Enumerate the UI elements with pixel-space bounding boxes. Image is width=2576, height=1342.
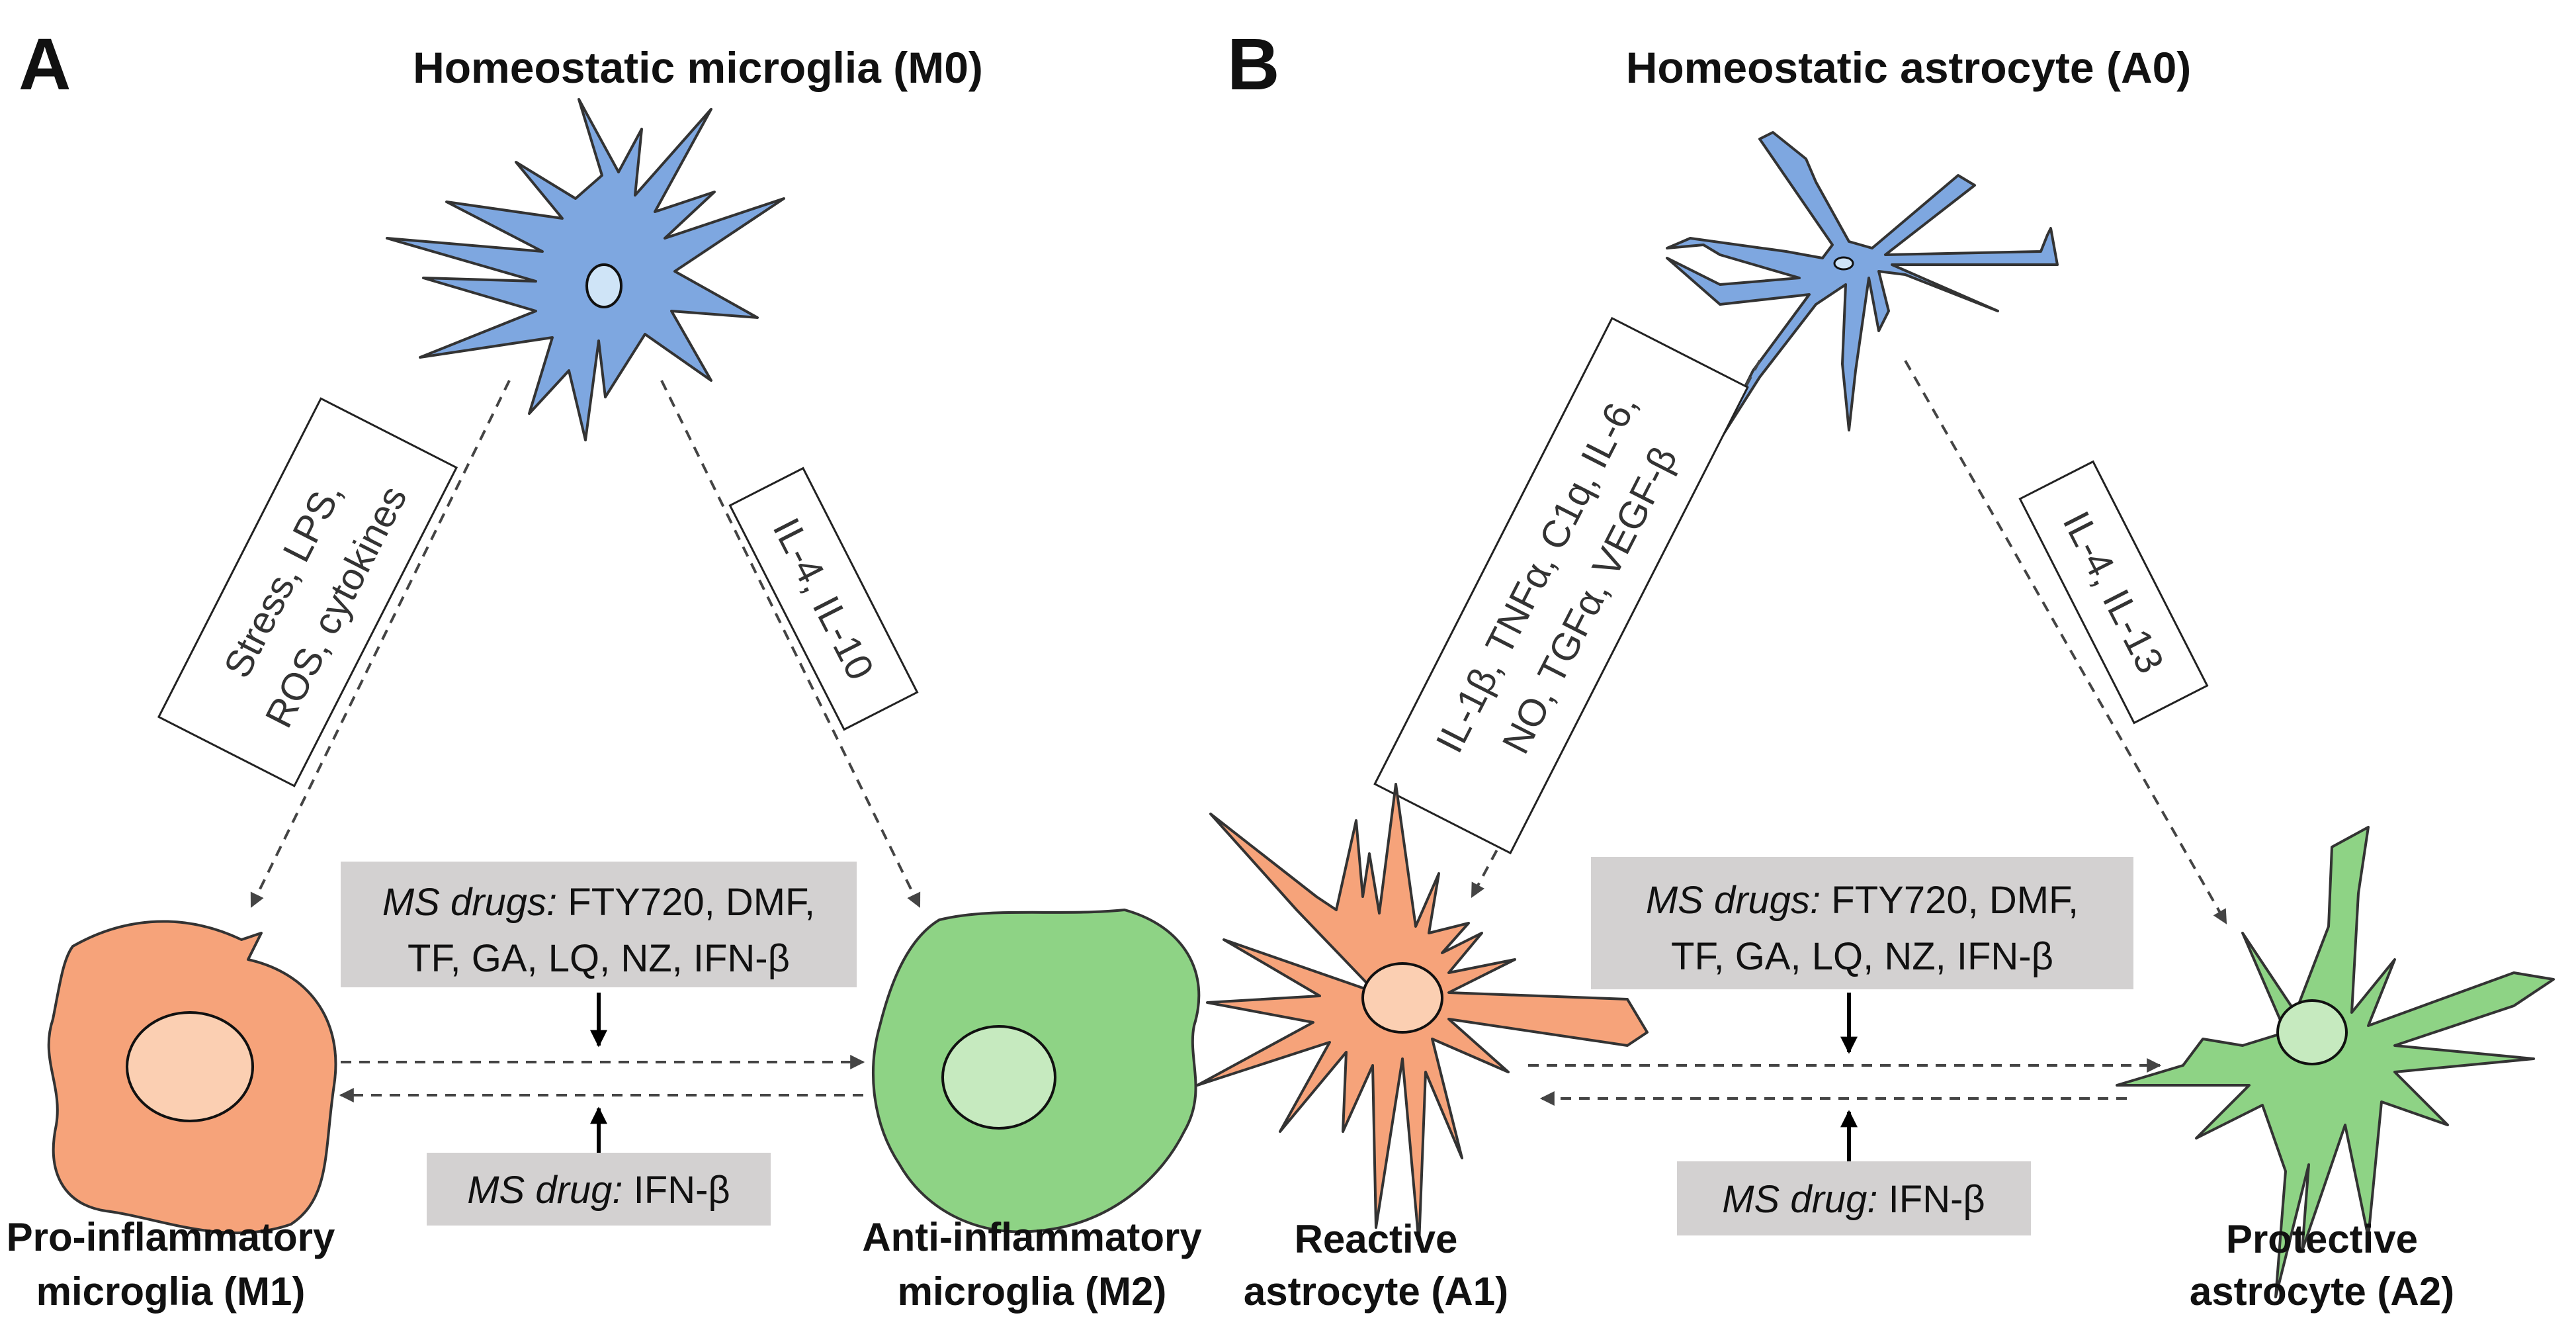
panel-b-ms-drugs-line-2: TF, GA, LQ, NZ, IFN-β: [1671, 935, 2053, 978]
a2-label-line-2: astrocyte (A2): [2190, 1269, 2454, 1314]
a2-label-line-1: Protective: [2226, 1217, 2418, 1261]
a2-nucleus: [2276, 999, 2348, 1065]
m2-nucleus: [941, 1025, 1056, 1130]
m2-label-line-1: Anti-inflammatory: [862, 1215, 1202, 1259]
panel-b-ms-drugs-prefix: MS drugs:: [1646, 879, 1821, 922]
m0-to-m2-arrow: [660, 380, 921, 908]
m1-label-line-2: microglia (M1): [36, 1269, 306, 1314]
homeostatic-astrocyte-cell: [1666, 131, 2059, 451]
panel-a-ms-drugs-list-1: FTY720, DMF,: [557, 881, 815, 924]
panel-a-ms-drug-name: IFN-β: [623, 1169, 730, 1212]
m2-label-line-2: microglia (M2): [898, 1269, 1167, 1314]
m1-stimulus-box: Stress, LPS, ROS, cytokines: [157, 397, 458, 787]
panel-a-ms-drug-box: MS drug: IFN-β: [427, 1153, 771, 1226]
m0-soma: [386, 98, 785, 441]
panel-b-ms-drugs-box: MS drugs: FTY720, DMF, TF, GA, LQ, NZ, I…: [1591, 857, 2133, 989]
anti-inflammatory-microglia-cell: [872, 909, 1201, 1233]
a0-to-a2-arrow: [1904, 360, 2227, 924]
panel-a-letter: A: [19, 24, 71, 105]
m0-nucleus: [585, 263, 623, 308]
panel-b-ms-drug-text: MS drug: IFN-β: [1722, 1178, 1985, 1221]
panel-b: B Homeostatic astrocyte (A0) IL-1β, TNFα…: [1196, 24, 2555, 1314]
panel-a-ms-drug-prefix: MS drug:: [467, 1169, 623, 1212]
m1-label-line-1: Pro-inflammatory: [7, 1215, 335, 1259]
reactive-astrocyte-cell: [1196, 783, 1649, 1245]
panel-b-ms-drug-name: IFN-β: [1878, 1178, 1985, 1221]
panel-a-ms-drugs-prefix: MS drugs:: [382, 881, 557, 924]
a1-stimulus-box: IL-1β, TNFα, C1q, IL-6, NO, TGFα, VEGF-β: [1373, 316, 1749, 855]
m2-stimulus-box: IL-4, IL-10: [728, 467, 919, 731]
panel-b-ms-drugs-line-1: MS drugs: FTY720, DMF,: [1646, 879, 2079, 922]
panel-b-ms-drugs-list-1: FTY720, DMF,: [1821, 879, 2079, 922]
panel-a-ms-drugs-line-1: MS drugs: FTY720, DMF,: [382, 881, 815, 924]
panel-a-ms-drugs-line-2: TF, GA, LQ, NZ, IFN-β: [408, 937, 790, 980]
panel-a-title: Homeostatic microglia (M0): [413, 43, 983, 92]
panel-a: A Homeostatic microglia (M0) Stress, LPS…: [7, 24, 1203, 1314]
panel-a-ms-drugs-box: MS drugs: FTY720, DMF, TF, GA, LQ, NZ, I…: [341, 862, 857, 987]
a2-body: [2116, 826, 2555, 1298]
panel-b-title: Homeostatic astrocyte (A0): [1626, 43, 2192, 92]
protective-astrocyte-cell: [2116, 826, 2555, 1298]
a1-label-line-2: astrocyte (A1): [1244, 1269, 1508, 1314]
pro-inflammatory-microglia-cell: [47, 920, 337, 1235]
panel-b-ms-drug-prefix: MS drug:: [1722, 1178, 1877, 1221]
homeostatic-microglia-cell: [386, 98, 785, 441]
m1-nucleus: [126, 1011, 254, 1122]
a1-label-line-1: Reactive: [1295, 1217, 1458, 1261]
a2-stimulus-box: IL-4, IL-13: [2018, 460, 2209, 725]
panel-b-ms-drug-box: MS drug: IFN-β: [1677, 1161, 2031, 1235]
a1-nucleus: [1361, 962, 1443, 1034]
panel-a-ms-drug-text: MS drug: IFN-β: [467, 1169, 730, 1212]
a0-body: [1666, 131, 2059, 451]
a0-nucleus: [1833, 256, 1854, 271]
panel-b-letter: B: [1227, 24, 1279, 105]
m0-to-m1-arrow: [250, 380, 511, 908]
